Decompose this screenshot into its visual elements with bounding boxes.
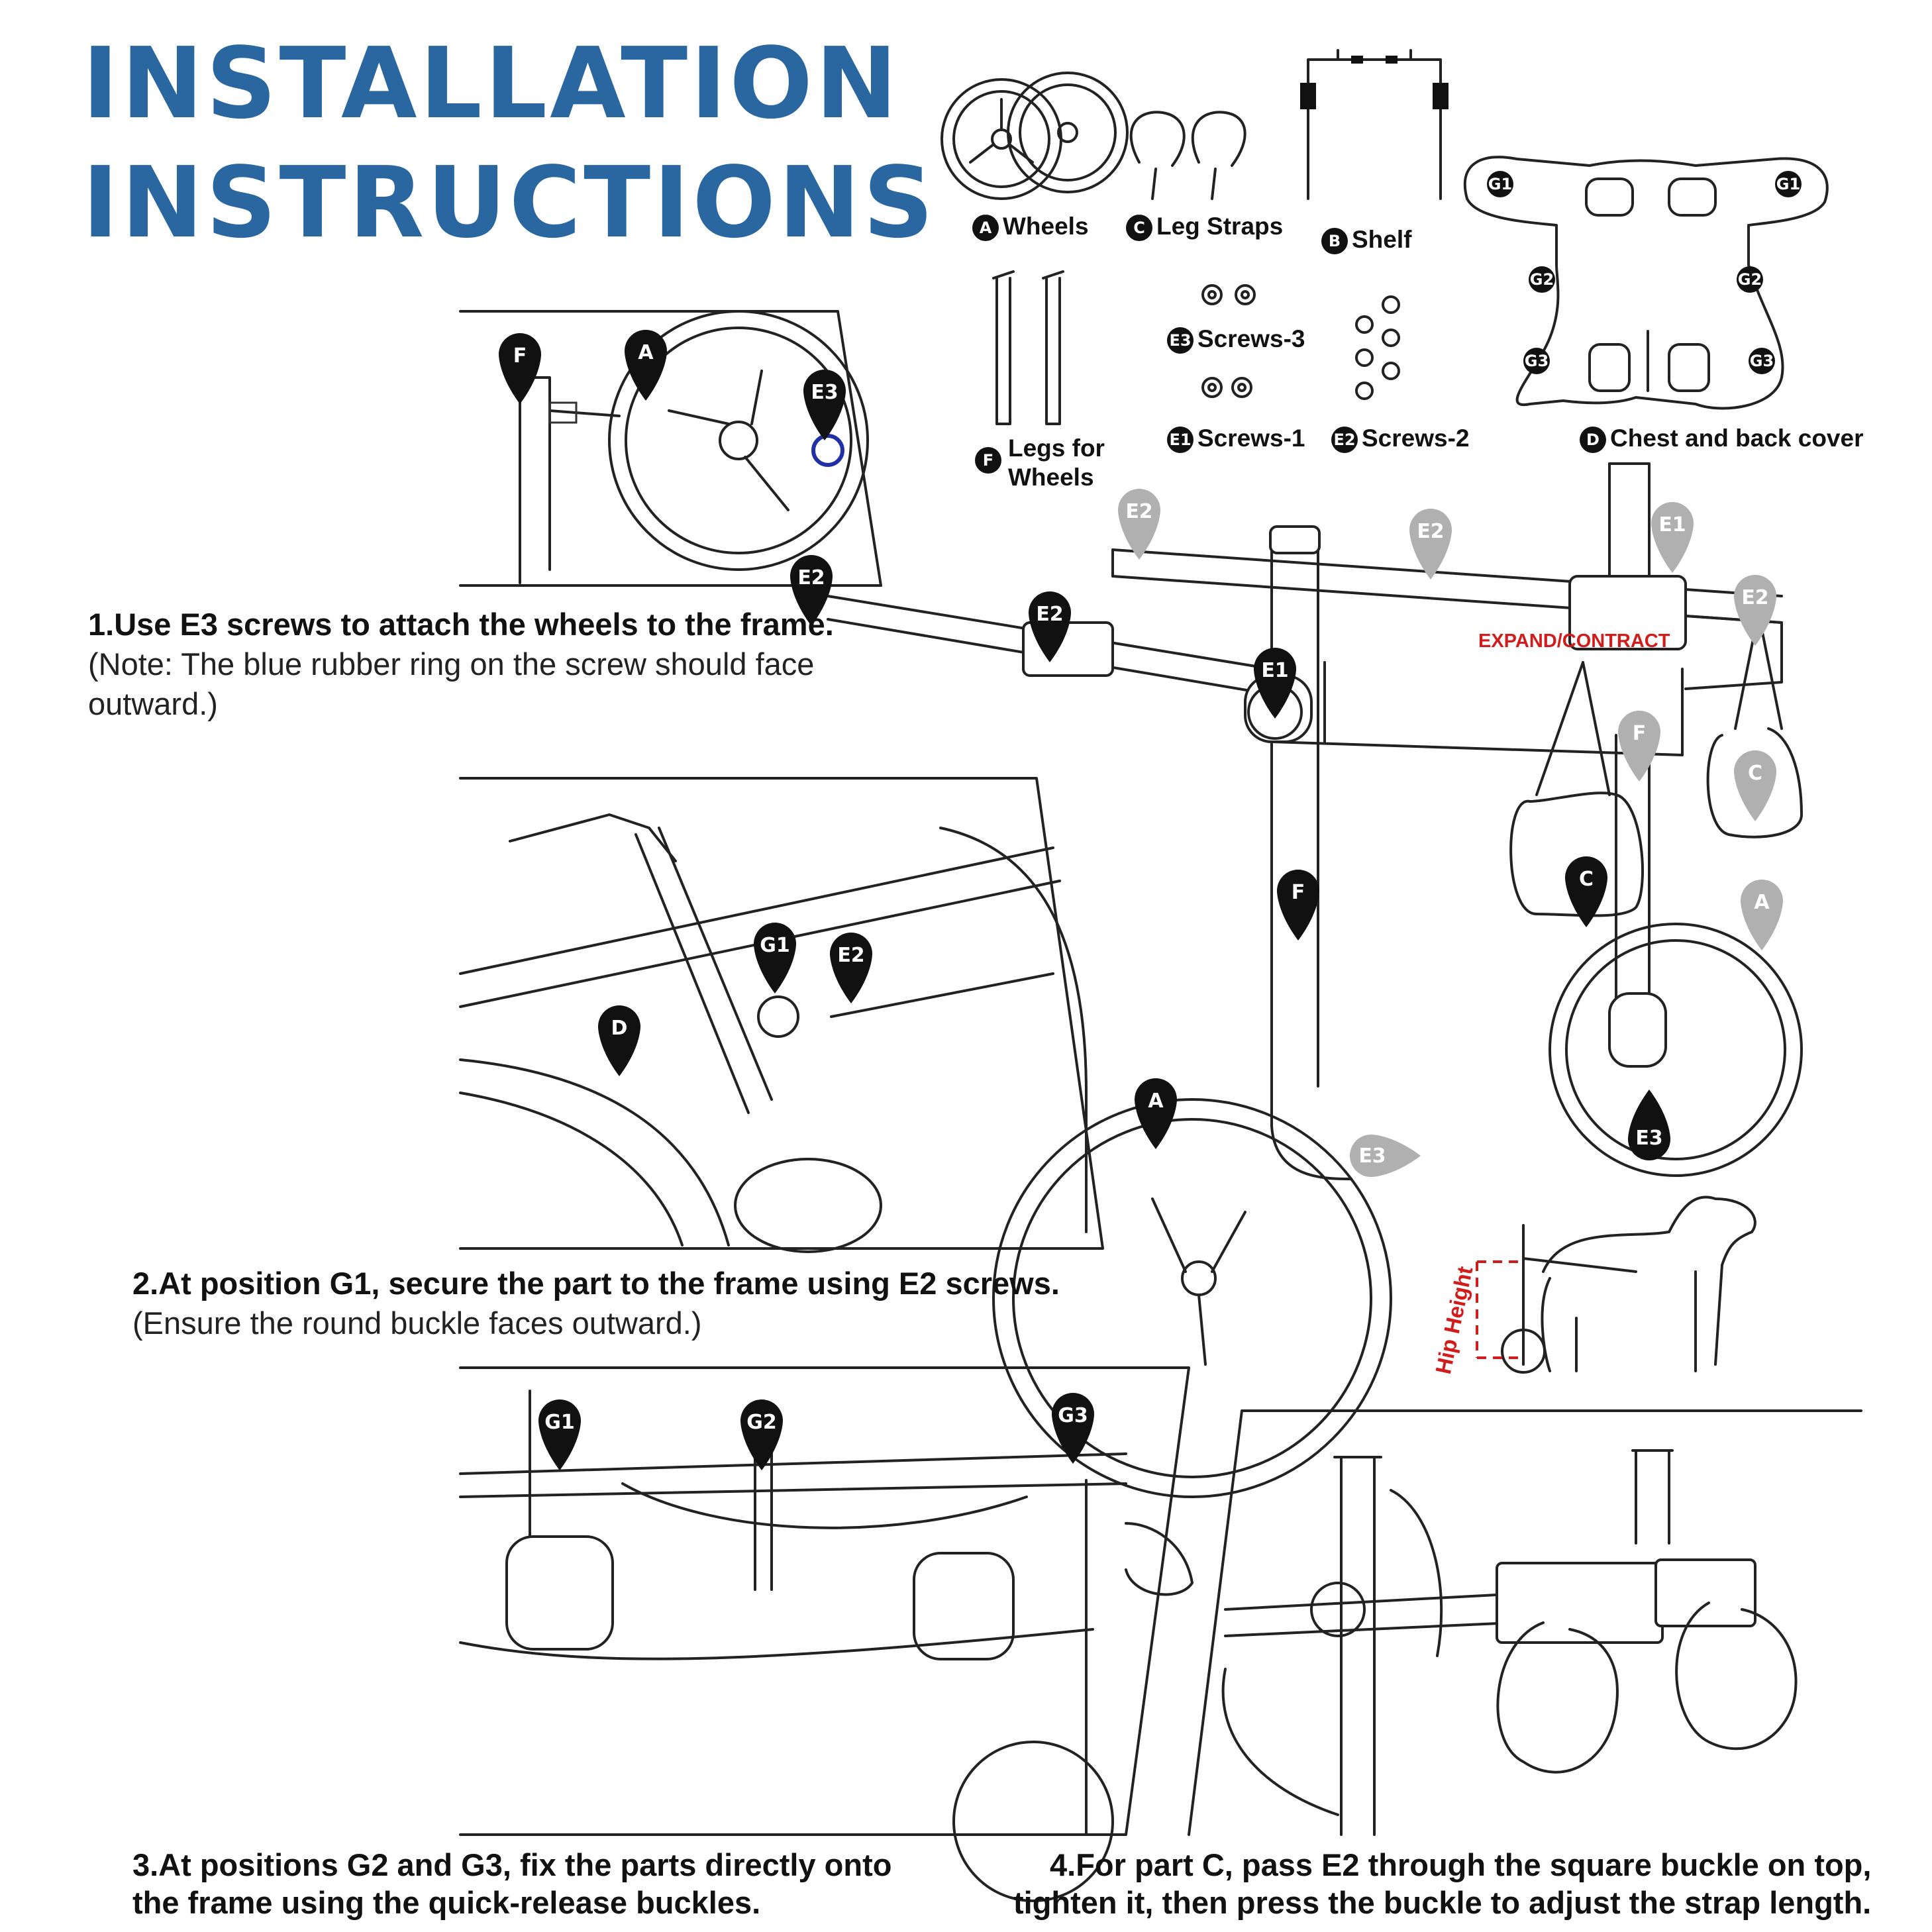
title-line-1: INSTALLATION <box>82 26 900 140</box>
inset-3-g2-g3-attach <box>459 1366 1194 1902</box>
svg-text:F: F <box>513 344 527 368</box>
svg-text:A: A <box>638 341 654 364</box>
pin-a-main: A <box>1135 1078 1177 1149</box>
gray-pin-e3: E3 <box>1350 1135 1421 1177</box>
gray-pin-e1: E1 <box>1651 502 1694 573</box>
cover-badge-g1-right: G1 <box>1775 171 1802 197</box>
pin-g2-inset3: G2 <box>740 1399 783 1470</box>
screws3-part-drawing <box>1201 284 1256 305</box>
pin-e1-main: E1 <box>1254 648 1296 719</box>
gray-pin-f: F <box>1618 711 1660 782</box>
badge-b: B <box>1321 228 1348 255</box>
pin-e3-inset1: E3 <box>803 370 846 440</box>
shelf-part-drawing <box>1300 49 1449 200</box>
badge-e2: E2 <box>1331 427 1358 454</box>
svg-text:D: D <box>611 1017 628 1040</box>
step3-line2: the frame using the quick-release buckle… <box>132 1885 761 1920</box>
pin-a-inset1: A <box>625 330 667 401</box>
inset-2-g1-attach <box>459 777 1104 1253</box>
svg-text:E3: E3 <box>1635 1127 1662 1150</box>
dog-hip-height-illustration <box>1476 1195 1756 1374</box>
cover-badge-g3-right: G3 <box>1749 348 1775 374</box>
svg-text:E3: E3 <box>811 381 838 404</box>
title-line-2: INSTRUCTIONS <box>82 146 937 260</box>
gray-pin-e2-b: E2 <box>1409 509 1452 580</box>
svg-text:F: F <box>1633 722 1647 745</box>
svg-text:C: C <box>1579 868 1594 891</box>
svg-text:A: A <box>1148 1090 1164 1113</box>
screws1-part-drawing <box>1201 377 1252 398</box>
svg-text:E3: E3 <box>1358 1144 1386 1168</box>
cover-badge-g2-right: G2 <box>1737 266 1763 293</box>
pin-e2-inset2: E2 <box>830 933 872 1003</box>
badge-a: A <box>972 215 999 242</box>
svg-text:F: F <box>1292 881 1305 904</box>
wheels-part-drawing <box>941 72 1129 200</box>
pin-d-inset2: D <box>598 1005 640 1076</box>
cover-badge-g3-left: G3 <box>1523 348 1550 374</box>
callout-pins: F A E3 E2 E2 E1 F C A E3 G1 E2 D G1 G2 G… <box>499 330 1670 1470</box>
step4-line1: 4.For part C, pass E2 through the square… <box>1050 1847 1872 1882</box>
pin-f-main: F <box>1277 870 1319 941</box>
part-label-legs: F Legs for Wheels <box>975 434 1105 493</box>
expand-contract-label: EXPAND/CONTRACT <box>1478 631 1670 652</box>
step3-line1: 3.At positions G2 and G3, fix the parts … <box>132 1847 892 1882</box>
badge-c: C <box>1126 215 1152 242</box>
svg-text:C: C <box>1748 762 1762 785</box>
pin-c-main: C <box>1565 856 1607 927</box>
step2-main-text: 2.At position G1, secure the part to the… <box>132 1266 1060 1301</box>
svg-text:E2: E2 <box>837 944 864 967</box>
gray-pin-c: C <box>1734 750 1776 821</box>
svg-text:E2: E2 <box>1417 520 1444 543</box>
gray-pin-a: A <box>1741 880 1783 950</box>
badge-d: D <box>1580 427 1606 454</box>
step1-note-line1: (Note: The blue rubber ring on the screw… <box>88 646 815 682</box>
badge-e1: E1 <box>1167 427 1194 454</box>
main-frame-assembly <box>827 462 1803 1498</box>
cover-part-drawing <box>1463 156 1829 410</box>
step4-line2: tighten it, then press the buckle to adj… <box>1013 1885 1872 1920</box>
legs-part-drawing <box>992 270 1064 425</box>
svg-text:E2: E2 <box>1741 586 1768 609</box>
badge-e3: E3 <box>1167 327 1194 354</box>
gray-pin-e2-a: E2 <box>1118 489 1160 560</box>
svg-text:E2: E2 <box>1036 603 1063 626</box>
cover-badge-g1-left: G1 <box>1487 171 1513 197</box>
gray-callout-pins: E2 E2 E1 E2 F C A E3 <box>1118 489 1783 1177</box>
svg-text:G2: G2 <box>746 1411 777 1434</box>
svg-text:E2: E2 <box>1125 500 1152 523</box>
leg-straps-part-drawing <box>1129 111 1246 200</box>
badge-f: F <box>975 447 1001 474</box>
pin-g1-inset3: G1 <box>538 1399 581 1470</box>
pin-e3-main: E3 <box>1628 1090 1670 1160</box>
svg-text:G1: G1 <box>760 934 790 957</box>
pin-g3-inset3: G3 <box>1052 1393 1094 1464</box>
inset-4-strap-c <box>1188 1409 1862 1836</box>
screws2-part-drawing <box>1355 295 1400 400</box>
step2-note: (Ensure the round buckle faces outward.) <box>132 1305 702 1341</box>
step1-main-text: 1.Use E3 screws to attach the wheels to … <box>88 607 834 642</box>
gray-pin-e2-c: E2 <box>1734 575 1776 646</box>
cover-badge-g2-left: G2 <box>1529 266 1555 293</box>
pin-f-inset1: F <box>499 333 541 404</box>
svg-text:A: A <box>1754 891 1770 914</box>
svg-text:G3: G3 <box>1058 1404 1088 1427</box>
pin-e2-inset1: E2 <box>790 555 833 626</box>
svg-text:E1: E1 <box>1658 513 1686 536</box>
svg-text:E1: E1 <box>1261 659 1288 682</box>
pin-e2-main: E2 <box>1029 591 1071 662</box>
step1-note-line2: outward.) <box>88 686 218 721</box>
svg-text:E2: E2 <box>797 566 825 589</box>
svg-text:G1: G1 <box>544 1411 575 1434</box>
pin-g1-inset2: G1 <box>754 923 796 993</box>
